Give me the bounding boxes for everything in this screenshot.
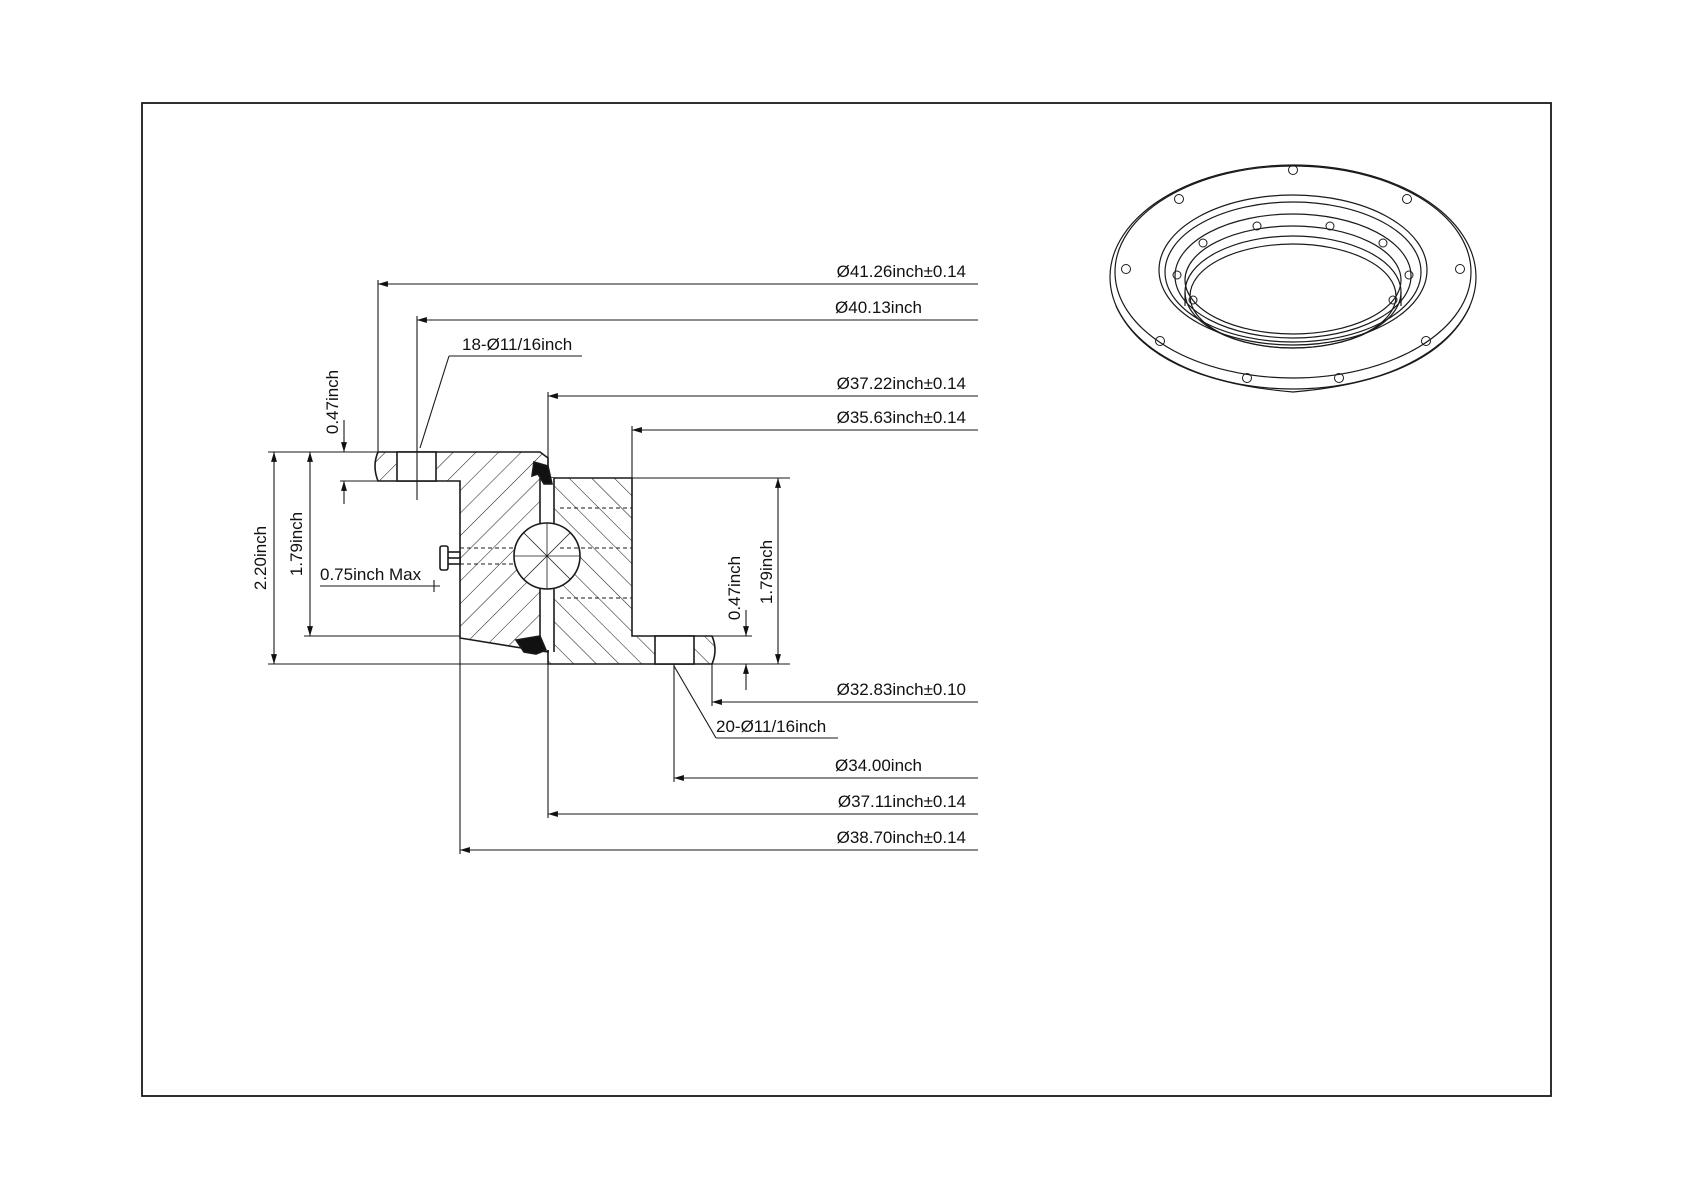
dim-inner-ring-height: 1.79inch [757,540,776,604]
dim-inner-ring-od: Ø35.63inch±0.14 [837,408,966,427]
dim-outer-bolt-circle: Ø40.13inch [835,298,922,317]
inner-ring-bolt-hole [654,635,695,665]
dim-inner-flange-thickness: 0.47inch [725,556,744,620]
inner-bolt-holes-3d [1172,221,1414,305]
drawing-frame [141,102,1552,1097]
dim-inner-holes: 20-Ø11/16inch [716,717,826,736]
bearing-3d-view [1109,164,1477,393]
dim-outer-ring-od-lower: Ø38.70inch±0.14 [837,828,966,847]
dimension-lines [268,280,978,854]
dim-outer-flange-thickness: 0.47inch [323,370,342,434]
dimension-labels: Ø41.26inch±0.14 Ø40.13inch 18-Ø11/16inch… [251,262,966,847]
dim-inner-ring-id: Ø32.83inch±0.10 [837,680,966,699]
dim-total-height: 2.20inch [251,526,270,590]
dim-outer-ring-height: 1.79inch [287,512,306,576]
dim-od-flange: Ø41.26inch±0.14 [837,262,966,281]
dim-inner-ring-od-lower: Ø37.11inch±0.14 [838,792,966,811]
bearing-cross-section [374,451,716,665]
dim-outer-ring-id: Ø37.22inch±0.14 [837,374,966,393]
lube-fitting [439,545,461,571]
hidden-lines [460,507,632,599]
dim-inner-bolt-circle: Ø34.00inch [835,756,922,775]
bottom-seal [514,635,548,655]
dim-lube-fitting: 0.75inch Max [320,565,422,584]
outer-bolt-holes-3d [1121,165,1465,383]
dim-outer-holes: 18-Ø11/16inch [462,335,572,354]
